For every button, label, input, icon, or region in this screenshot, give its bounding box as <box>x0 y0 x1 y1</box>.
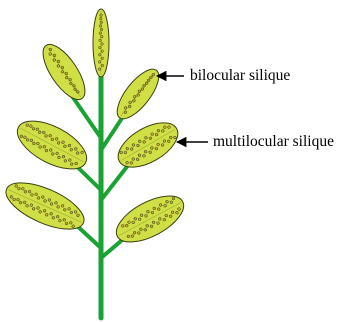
seed <box>100 28 103 31</box>
upper-right-silique <box>110 63 166 125</box>
seed <box>99 25 102 28</box>
branch-left-1 <box>72 96 101 138</box>
seed <box>101 64 104 67</box>
top-silique <box>93 9 109 77</box>
seed <box>98 53 101 56</box>
mid-right-silique <box>111 114 185 176</box>
seed <box>101 57 104 60</box>
bilocular-silique-label: bilocular silique <box>190 68 290 84</box>
seed <box>98 61 101 64</box>
seed <box>98 68 101 71</box>
seed <box>100 21 103 24</box>
multilocular-silique-label: multilocular silique <box>213 134 334 150</box>
seed <box>101 50 104 53</box>
upper-left-silique <box>35 38 92 106</box>
low-left-silique <box>0 173 90 238</box>
seed <box>99 46 102 49</box>
